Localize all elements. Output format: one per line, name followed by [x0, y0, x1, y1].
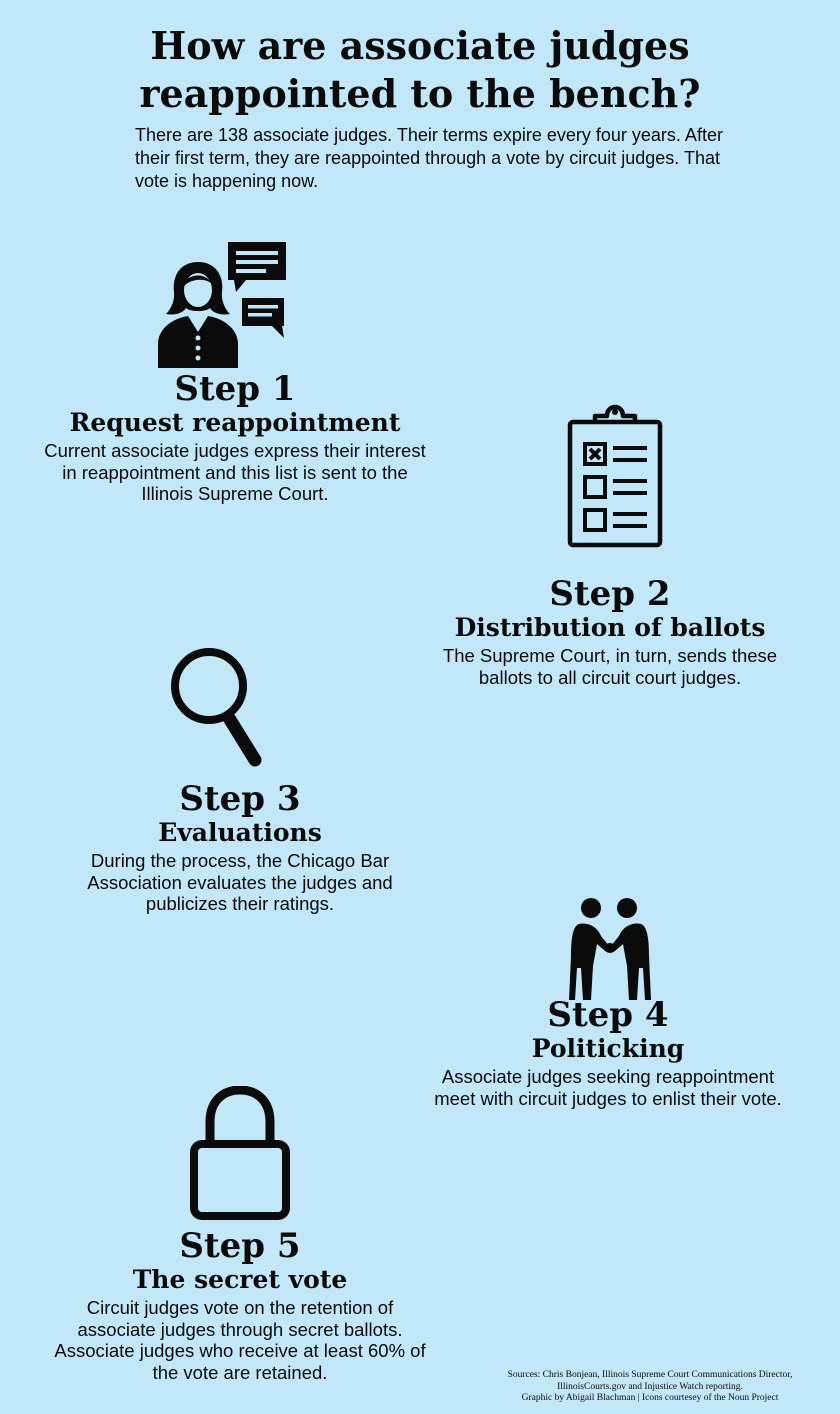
- person-speech-bubbles-icon: [150, 240, 290, 370]
- step-title: The secret vote: [132, 1265, 348, 1294]
- credits-sources-cont: IllinoisCourts.gov and Injustice Watch r…: [557, 1381, 743, 1392]
- step-description: Associate judges seeking reappointment m…: [434, 1066, 782, 1109]
- step-title: Request reappointment: [69, 408, 401, 437]
- credits-graphic: Graphic by Abigail Blachman | Icons cour…: [521, 1393, 779, 1403]
- step-number: Step 5: [179, 1226, 301, 1266]
- handshake-icon: [565, 896, 655, 1002]
- step-2: Step 2 Distribution of ballots The Supre…: [410, 575, 810, 688]
- credits: Sources: Chris Bonjean, Illinois Supreme…: [500, 1370, 800, 1405]
- magnifying-glass-icon: [165, 642, 265, 768]
- clipboard-checklist-icon: [565, 402, 665, 548]
- step-title: Evaluations: [158, 818, 322, 847]
- step-number: Step 1: [174, 369, 296, 409]
- title-line-2: reappointed to the bench?: [139, 71, 701, 116]
- step-number: Step 4: [547, 995, 669, 1035]
- page-title: How are associate judges reappointed to …: [0, 22, 840, 118]
- step-description: Current associate judges express their i…: [44, 440, 426, 504]
- step-1: Step 1 Request reappointment Current ass…: [40, 370, 430, 505]
- step-description: During the process, the Chicago Bar Asso…: [87, 850, 393, 914]
- step-title: Politicking: [531, 1034, 685, 1063]
- step-3: Step 3 Evaluations During the process, t…: [45, 780, 435, 915]
- step-number: Step 3: [179, 779, 301, 819]
- padlock-icon: [188, 1086, 292, 1220]
- credits-sources: Sources: Chris Bonjean, Illinois Supreme…: [507, 1370, 793, 1380]
- step-description: The Supreme Court, in turn, sends these …: [442, 645, 778, 688]
- title-line-1: How are associate judges: [150, 23, 690, 68]
- intro-text: There are 138 associate judges. Their te…: [135, 125, 723, 191]
- step-4: Step 4 Politicking Associate judges seek…: [408, 996, 808, 1109]
- step-description: Circuit judges vote on the retention of …: [54, 1297, 426, 1383]
- step-5: Step 5 The secret vote Circuit judges vo…: [40, 1227, 440, 1383]
- step-number: Step 2: [549, 574, 671, 614]
- step-title: Distribution of ballots: [454, 613, 766, 642]
